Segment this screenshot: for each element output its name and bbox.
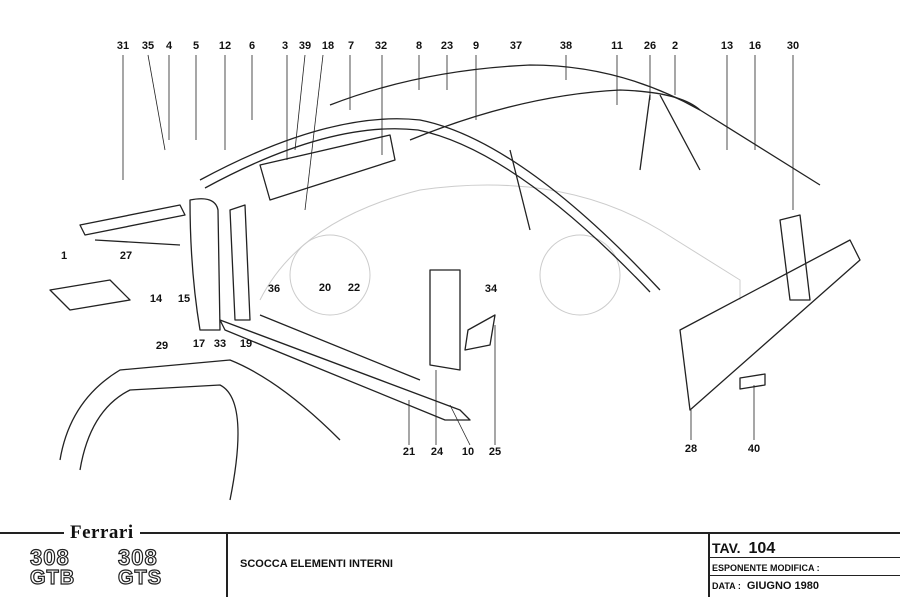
model-variant: GTB bbox=[29, 567, 76, 589]
parts-diagram bbox=[49, 54, 861, 501]
callout-7: 7 bbox=[347, 40, 355, 52]
rear-subframe bbox=[679, 239, 861, 411]
roof-arch-outer bbox=[199, 118, 661, 291]
model-badge-gts: 308 GTS bbox=[117, 545, 163, 589]
callout-36: 36 bbox=[267, 283, 281, 295]
callout-37: 37 bbox=[509, 40, 523, 52]
callout-19: 19 bbox=[239, 338, 253, 350]
tav-label: TAV. bbox=[712, 540, 741, 556]
title-block-divider-1 bbox=[226, 533, 228, 597]
rod bbox=[94, 239, 181, 246]
pillar-plate bbox=[229, 204, 251, 321]
dashboard-panel bbox=[259, 134, 396, 201]
callout-27: 27 bbox=[119, 250, 133, 262]
callout-18: 18 bbox=[321, 40, 335, 52]
roof-rail-top bbox=[329, 64, 821, 186]
callout-30: 30 bbox=[786, 40, 800, 52]
model-number: 308 bbox=[29, 545, 70, 570]
date-value: GIUGNO 1980 bbox=[746, 580, 819, 592]
a-pillar bbox=[509, 149, 531, 231]
ferrari-logo: Ferrari bbox=[64, 522, 140, 544]
plate-number: TAV. 104 bbox=[712, 540, 775, 558]
callout-16: 16 bbox=[748, 40, 762, 52]
callout-25: 25 bbox=[488, 446, 502, 458]
roof-rail-lower bbox=[409, 89, 701, 141]
callout-33: 33 bbox=[213, 338, 227, 350]
callout-14: 14 bbox=[149, 293, 163, 305]
callout-10: 10 bbox=[461, 446, 475, 458]
callout-22: 22 bbox=[347, 282, 361, 294]
callout-17: 17 bbox=[192, 338, 206, 350]
model-badge-gtb: 308 GTB bbox=[29, 545, 76, 589]
rocker-sill bbox=[219, 319, 471, 421]
leader-lines bbox=[122, 54, 794, 446]
title-block-divider-2 bbox=[708, 533, 710, 597]
callout-31: 31 bbox=[116, 40, 130, 52]
revision-index: ESPONENTE MODIFICA : bbox=[712, 563, 820, 573]
date-label: DATA : bbox=[712, 581, 741, 591]
callout-3: 3 bbox=[281, 40, 289, 52]
title-block-row-rule-1 bbox=[708, 557, 900, 558]
callout-8: 8 bbox=[415, 40, 423, 52]
callout-29: 29 bbox=[155, 340, 169, 352]
targa-top bbox=[59, 359, 341, 501]
callout-39: 39 bbox=[298, 40, 312, 52]
callout-9: 9 bbox=[472, 40, 480, 52]
callout-34: 34 bbox=[484, 283, 498, 295]
tav-number: 104 bbox=[748, 540, 776, 557]
callout-23: 23 bbox=[440, 40, 454, 52]
model-number: 308 bbox=[117, 545, 158, 570]
title-block-row-rule-2 bbox=[708, 575, 900, 576]
esponente-label: ESPONENTE MODIFICA : bbox=[712, 563, 820, 573]
inner-post bbox=[429, 269, 461, 371]
callout-6: 6 bbox=[248, 40, 256, 52]
callout-21: 21 bbox=[402, 446, 416, 458]
title-block-top-rule bbox=[0, 532, 900, 534]
callout-32: 32 bbox=[374, 40, 388, 52]
drawing-description: SCOCCA ELEMENTI INTERNI bbox=[240, 558, 393, 570]
drawing-date: DATA : GIUGNO 1980 bbox=[712, 580, 819, 592]
callout-11: 11 bbox=[611, 40, 623, 52]
roof-arch-inner bbox=[204, 128, 651, 293]
callout-4: 4 bbox=[165, 40, 173, 52]
callout-28: 28 bbox=[684, 443, 698, 455]
wheelarch-panel bbox=[189, 198, 221, 331]
callout-26: 26 bbox=[643, 40, 657, 52]
callout-38: 38 bbox=[559, 40, 573, 52]
callout-40: 40 bbox=[747, 443, 761, 455]
spacer bbox=[739, 373, 766, 390]
callout-35: 35 bbox=[141, 40, 155, 52]
callout-13: 13 bbox=[720, 40, 734, 52]
callout-2: 2 bbox=[671, 40, 679, 52]
callout-15: 15 bbox=[177, 293, 191, 305]
left-rail bbox=[79, 204, 186, 236]
callout-24: 24 bbox=[430, 446, 444, 458]
model-variant: GTS bbox=[117, 567, 163, 589]
bracket-set bbox=[49, 279, 131, 311]
corner-plate bbox=[464, 314, 496, 351]
car-silhouette-ghost bbox=[259, 184, 741, 316]
callout-12: 12 bbox=[218, 40, 232, 52]
callout-1: 1 bbox=[60, 250, 68, 262]
callout-5: 5 bbox=[192, 40, 200, 52]
callout-20: 20 bbox=[318, 282, 332, 294]
b-pillar bbox=[639, 94, 701, 171]
